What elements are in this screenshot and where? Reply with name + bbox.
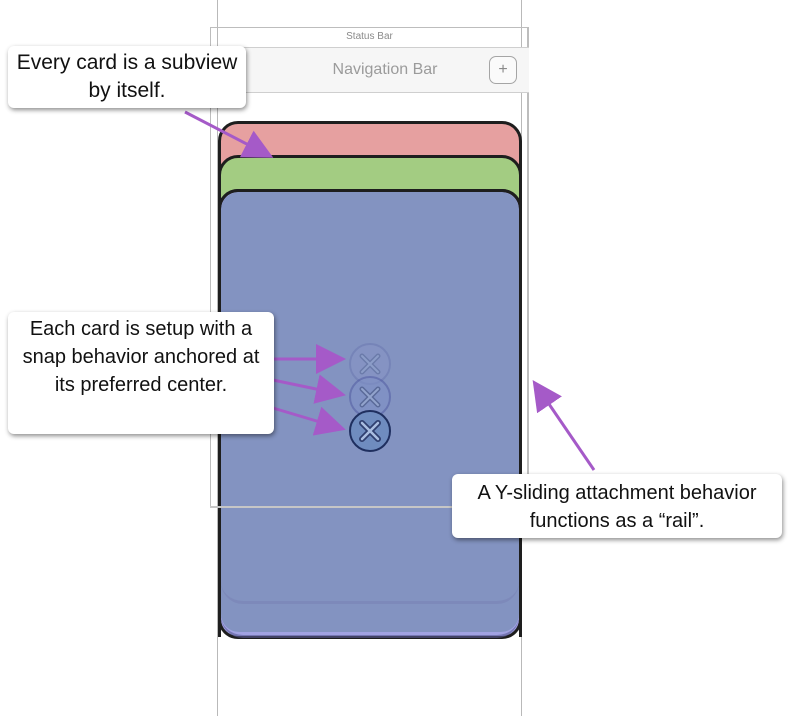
navigation-bar-title: Navigation Bar (332, 61, 438, 78)
status-bar: Status Bar (346, 31, 393, 42)
phone-bottom-line (210, 506, 529, 508)
add-button[interactable]: + (489, 56, 517, 84)
close-button-green-card[interactable] (348, 375, 392, 419)
close-x-icon (349, 376, 391, 418)
callout-every-card: Every card is a subview by itself. (8, 46, 246, 108)
card-ghost-edge-2 (221, 192, 519, 638)
arrow-to-snap-3 (272, 406, 346, 436)
arrow-to-red-card (184, 110, 274, 158)
arrow-to-rail (532, 380, 596, 471)
callout-snap-behavior: Each card is setup with a snap behavior … (8, 312, 274, 434)
card-front-top-border (218, 189, 522, 229)
navigation-bar: Navigation Bar (241, 47, 529, 93)
close-button-blue-card[interactable] (348, 409, 392, 453)
callout-rail: A Y-sliding attachment behavior function… (452, 474, 782, 538)
arrow-to-snap-2 (272, 374, 346, 404)
close-x-icon (349, 410, 391, 452)
card-ghost-edge-1 (221, 192, 519, 604)
